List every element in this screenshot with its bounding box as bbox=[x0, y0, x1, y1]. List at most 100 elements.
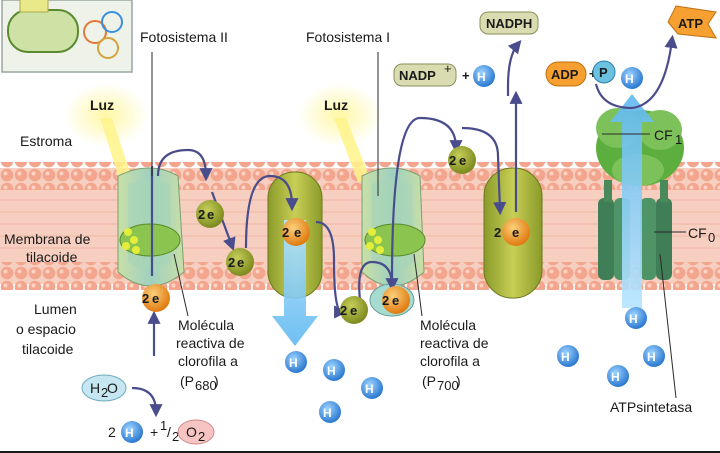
svg-text:P: P bbox=[599, 65, 608, 80]
water-split-products: 2 + 1 / 2 O 2 bbox=[108, 418, 215, 445]
svg-text:H: H bbox=[629, 312, 638, 326]
svg-text:H: H bbox=[327, 364, 336, 378]
svg-text:2: 2 bbox=[228, 255, 235, 270]
label-light-ps2: Luz bbox=[90, 97, 114, 113]
label-photosystem-i: Fotosistema I bbox=[306, 29, 390, 45]
svg-text:2: 2 bbox=[382, 293, 389, 308]
phosphate-badge: P bbox=[592, 60, 616, 84]
svg-text:H: H bbox=[561, 350, 570, 364]
proton-badge-nadp: H bbox=[473, 65, 495, 87]
label-light-ps1: Luz bbox=[324, 97, 348, 113]
electron-badge: 2 e bbox=[196, 200, 224, 228]
electron-badge: 2 e bbox=[226, 248, 254, 276]
electron-badge: 2 e bbox=[340, 296, 368, 324]
svg-text:e: e bbox=[237, 255, 244, 270]
svg-text:H: H bbox=[477, 70, 486, 84]
label-membrane-line1: Membrana de bbox=[4, 231, 91, 247]
svg-text:H: H bbox=[365, 382, 374, 396]
svg-text:e: e bbox=[294, 225, 301, 240]
svg-text:H: H bbox=[625, 72, 634, 86]
svg-text:e: e bbox=[207, 207, 214, 222]
label-stroma: Estroma bbox=[20, 133, 72, 149]
svg-text:2: 2 bbox=[172, 429, 179, 444]
svg-text:+: + bbox=[462, 68, 470, 83]
svg-text:reactiva de: reactiva de bbox=[420, 335, 489, 351]
svg-text:2: 2 bbox=[108, 424, 116, 440]
svg-text:2: 2 bbox=[101, 385, 108, 400]
electron-badge: 2 e bbox=[494, 218, 530, 246]
label-cf0: CF 0 bbox=[688, 225, 715, 245]
label-p680-block: Molécula reactiva de clorofila a (P 680 … bbox=[176, 317, 245, 393]
electron-badge: 2 e bbox=[142, 284, 170, 312]
electron-badge: 2 e bbox=[382, 286, 410, 314]
electron-path bbox=[131, 34, 678, 418]
proton-badge: H bbox=[319, 401, 341, 423]
proton-badge: H bbox=[625, 307, 647, 329]
svg-text:CF: CF bbox=[654, 127, 673, 143]
label-membrane-line2: tilacoide bbox=[26, 249, 78, 265]
water-molecule: H 2 O bbox=[81, 374, 127, 402]
svg-text:CF: CF bbox=[688, 225, 707, 241]
label-atp-synthase: ATPsintetasa bbox=[610, 399, 692, 415]
svg-text:+: + bbox=[444, 61, 452, 76]
proton-badge: H bbox=[643, 345, 665, 367]
svg-text:e: e bbox=[512, 225, 519, 240]
label-p700-block: Molécula reactiva de clorofila a (P 700 … bbox=[420, 317, 489, 393]
label-lumen-line2: o espacio bbox=[16, 321, 76, 337]
svg-text:(P: (P bbox=[180, 373, 194, 389]
svg-text:2: 2 bbox=[142, 291, 149, 306]
proton-badge: H bbox=[361, 377, 383, 399]
svg-text:): ) bbox=[214, 373, 219, 389]
svg-text:0: 0 bbox=[708, 230, 715, 245]
electron-badge: 2 e bbox=[282, 218, 310, 246]
atp-burst: ATP bbox=[667, 5, 717, 39]
svg-text:ATP: ATP bbox=[678, 16, 703, 31]
label-lumen-line1: Lumen bbox=[34, 301, 77, 317]
proton-badge: H bbox=[607, 365, 629, 387]
nadph-box: NADPH bbox=[479, 11, 539, 35]
svg-text:Molécula: Molécula bbox=[178, 317, 234, 333]
adp-badge: ADP bbox=[545, 61, 587, 87]
proton-badge-synthase: H bbox=[621, 67, 643, 89]
proton-badge: H bbox=[285, 351, 307, 373]
svg-text:680: 680 bbox=[195, 378, 217, 393]
proton-badge-water: H bbox=[121, 421, 143, 443]
electron-badge: 2 e bbox=[448, 146, 476, 174]
svg-text:1: 1 bbox=[675, 132, 682, 147]
svg-text:ADP: ADP bbox=[551, 67, 579, 82]
svg-text:H: H bbox=[289, 356, 298, 370]
proton-badge: H bbox=[557, 345, 579, 367]
nadp-box: NADP + + bbox=[393, 61, 470, 87]
svg-text:2: 2 bbox=[282, 225, 289, 240]
proton-badge: H bbox=[323, 359, 345, 381]
svg-text:700: 700 bbox=[437, 378, 459, 393]
svg-text:e: e bbox=[350, 303, 357, 318]
svg-text:H: H bbox=[647, 350, 656, 364]
svg-text:H: H bbox=[611, 370, 620, 384]
svg-text:clorofila a: clorofila a bbox=[420, 353, 480, 369]
svg-text:e: e bbox=[152, 291, 159, 306]
label-cf1: CF 1 bbox=[654, 127, 682, 147]
svg-text:Molécula: Molécula bbox=[420, 317, 476, 333]
svg-text:2: 2 bbox=[449, 153, 456, 168]
svg-text:NADP: NADP bbox=[399, 68, 436, 83]
svg-text:e: e bbox=[459, 153, 466, 168]
svg-text:H: H bbox=[323, 406, 332, 420]
leader-lines bbox=[151, 52, 686, 399]
svg-text:(P: (P bbox=[422, 373, 436, 389]
svg-text:reactiva de: reactiva de bbox=[176, 335, 245, 351]
svg-text:2: 2 bbox=[198, 429, 205, 444]
svg-text:NADPH: NADPH bbox=[486, 16, 532, 31]
svg-text:e: e bbox=[392, 293, 399, 308]
label-photosystem-ii: Fotosistema II bbox=[140, 29, 228, 45]
chloroplast-inset bbox=[1, 0, 133, 73]
svg-text:O: O bbox=[186, 424, 197, 440]
svg-text:H: H bbox=[90, 380, 100, 396]
svg-text:clorofila a: clorofila a bbox=[178, 353, 238, 369]
svg-text:2: 2 bbox=[340, 303, 347, 318]
proton-arrow-atpsynthase bbox=[610, 94, 654, 308]
svg-text:+: + bbox=[150, 424, 158, 440]
svg-text:2: 2 bbox=[494, 225, 501, 240]
svg-text:): ) bbox=[456, 373, 461, 389]
